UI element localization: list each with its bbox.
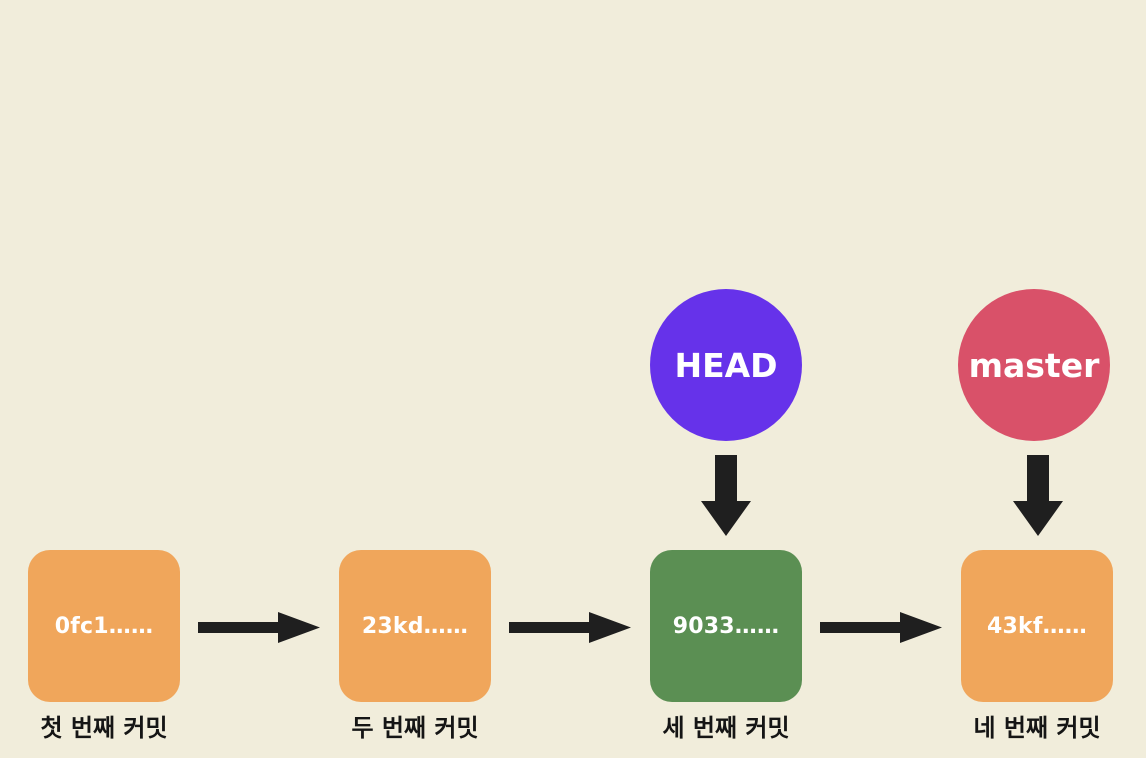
commit-label-4: 네 번째 커밋 [973, 714, 1101, 742]
right-arrow-icon [820, 610, 944, 646]
commit-label-2: 두 번째 커밋 [351, 714, 479, 742]
right-arrow-icon [509, 610, 633, 646]
commit-label-1: 첫 번째 커밋 [40, 714, 168, 742]
commit-node-2: 23kd…… [339, 550, 491, 702]
master-pointer: master [958, 289, 1110, 441]
head-pointer: HEAD [650, 289, 802, 441]
down-arrow-icon [700, 455, 752, 537]
commit-label-3: 세 번째 커밋 [662, 714, 790, 742]
right-arrow-icon [198, 610, 322, 646]
down-arrow-icon [1012, 455, 1064, 537]
commit-node-4: 43kf…… [961, 550, 1113, 702]
commit-node-3: 9033…… [650, 550, 802, 702]
commit-node-1: 0fc1…… [28, 550, 180, 702]
